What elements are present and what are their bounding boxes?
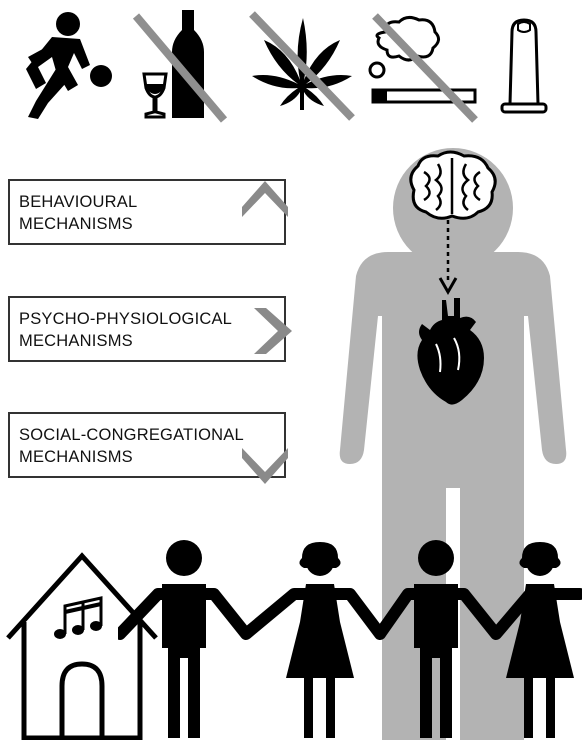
mechanism-label-line2: MECHANISMS: [19, 332, 133, 350]
mechanism-label-line1: SOCIAL-CONGREGATIONAL: [19, 426, 244, 444]
mechanism-label-line2: MECHANISMS: [19, 448, 133, 466]
condom-icon: [500, 18, 548, 114]
mechanism-label: SOCIAL-CONGREGATIONAL MECHANISMS: [19, 424, 269, 468]
man-figure-2: [414, 540, 458, 738]
no-alcohol-icon: [132, 10, 228, 123]
chevron-right-icon: [254, 308, 292, 354]
mechanism-label: PSYCHO-PHYSIOLOGICAL MECHANISMS: [19, 308, 269, 352]
mechanism-label: BEHAVIOURAL MECHANISMS: [19, 191, 269, 235]
heart-icon: [417, 298, 484, 405]
chevron-down-icon: [242, 448, 288, 484]
no-cannabis-icon: [249, 11, 355, 121]
football-player-icon: [26, 12, 112, 119]
woman-figure-2: [506, 542, 574, 738]
house-music-icon: [6, 552, 158, 740]
man-figure-1: [162, 540, 206, 738]
no-smoking-icon: [368, 13, 478, 123]
mechanism-label-line2: MECHANISMS: [19, 215, 133, 233]
chevron-up-icon: [242, 181, 288, 217]
mechanism-box-social-congregational: SOCIAL-CONGREGATIONAL MECHANISMS: [8, 412, 286, 478]
mechanism-box-behavioural: BEHAVIOURAL MECHANISMS: [8, 179, 286, 245]
mechanism-label-line1: PSYCHO-PHYSIOLOGICAL: [19, 310, 233, 328]
people-chain: [118, 540, 582, 738]
mechanism-box-psycho-physiological: PSYCHO-PHYSIOLOGICAL MECHANISMS: [8, 296, 286, 362]
woman-figure-1: [286, 542, 354, 738]
mechanism-label-line1: BEHAVIOURAL: [19, 193, 138, 211]
dotted-arrow: [438, 220, 458, 296]
brain-icon: [409, 150, 497, 220]
